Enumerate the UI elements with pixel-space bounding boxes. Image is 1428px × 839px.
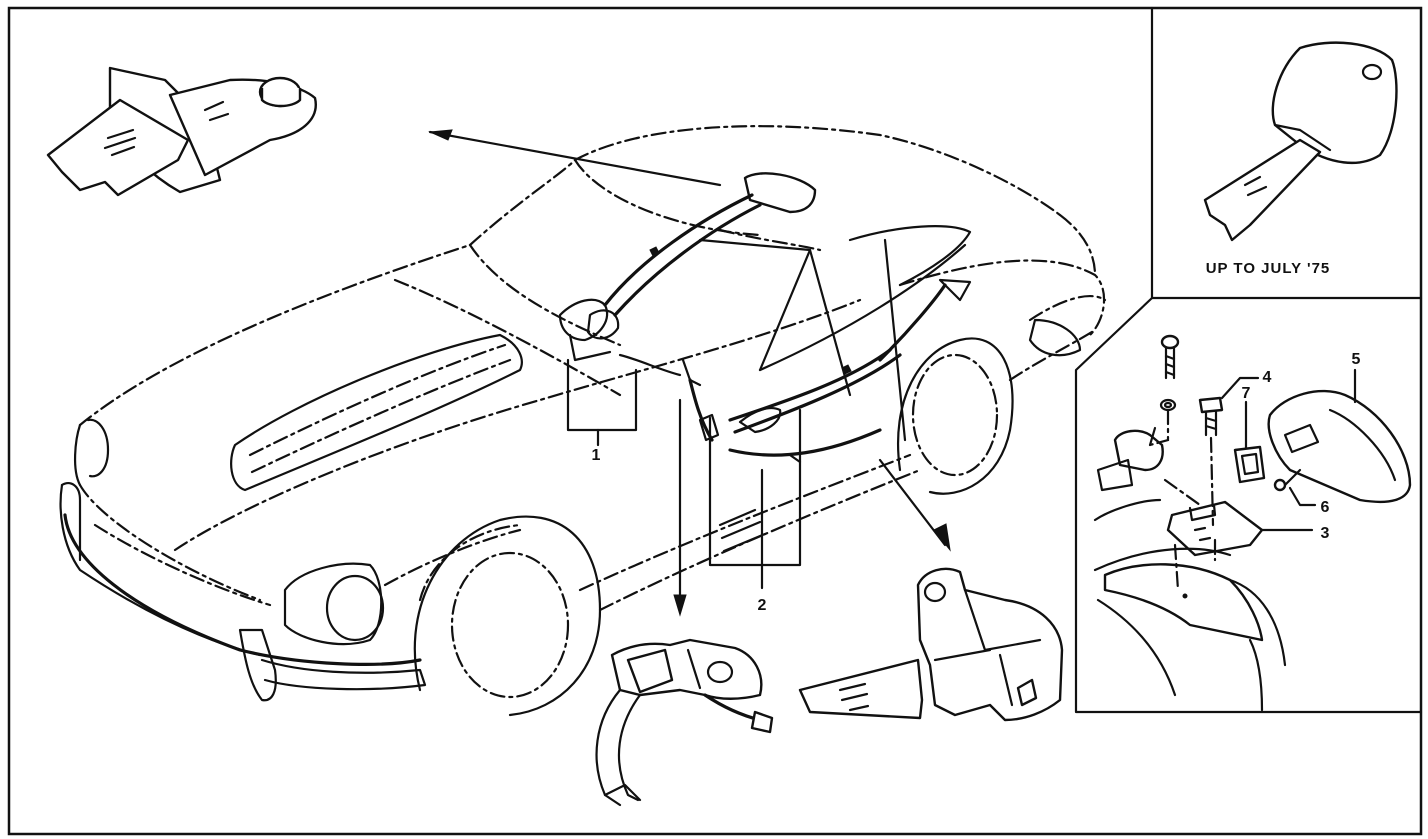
callout-3: 3 — [1321, 525, 1330, 542]
upper-anchor-detail — [46, 66, 317, 197]
early-buckle-detail — [1203, 41, 1398, 242]
pointer-arrows — [428, 129, 951, 617]
callout-labels: 1 2 3 4 5 6 7 — [592, 351, 1361, 614]
buckle-stalk-detail — [595, 638, 774, 807]
callout-5: 5 — [1352, 351, 1361, 368]
retractor-detail — [798, 567, 1064, 722]
callout-7: 7 — [1242, 385, 1251, 402]
diagram-frame — [7, 6, 1423, 836]
callout-2: 2 — [758, 597, 767, 614]
car-body — [59, 125, 1107, 717]
callout-4: 4 — [1263, 369, 1272, 386]
inset-panel-retractor-mount — [1074, 296, 1423, 714]
inset-caption: UP TO JULY '75 — [1206, 260, 1331, 277]
callout-6: 6 — [1321, 499, 1330, 516]
belt-routing — [558, 172, 972, 590]
callout-1: 1 — [592, 447, 601, 464]
retractor-mount-detail — [1093, 334, 1412, 712]
